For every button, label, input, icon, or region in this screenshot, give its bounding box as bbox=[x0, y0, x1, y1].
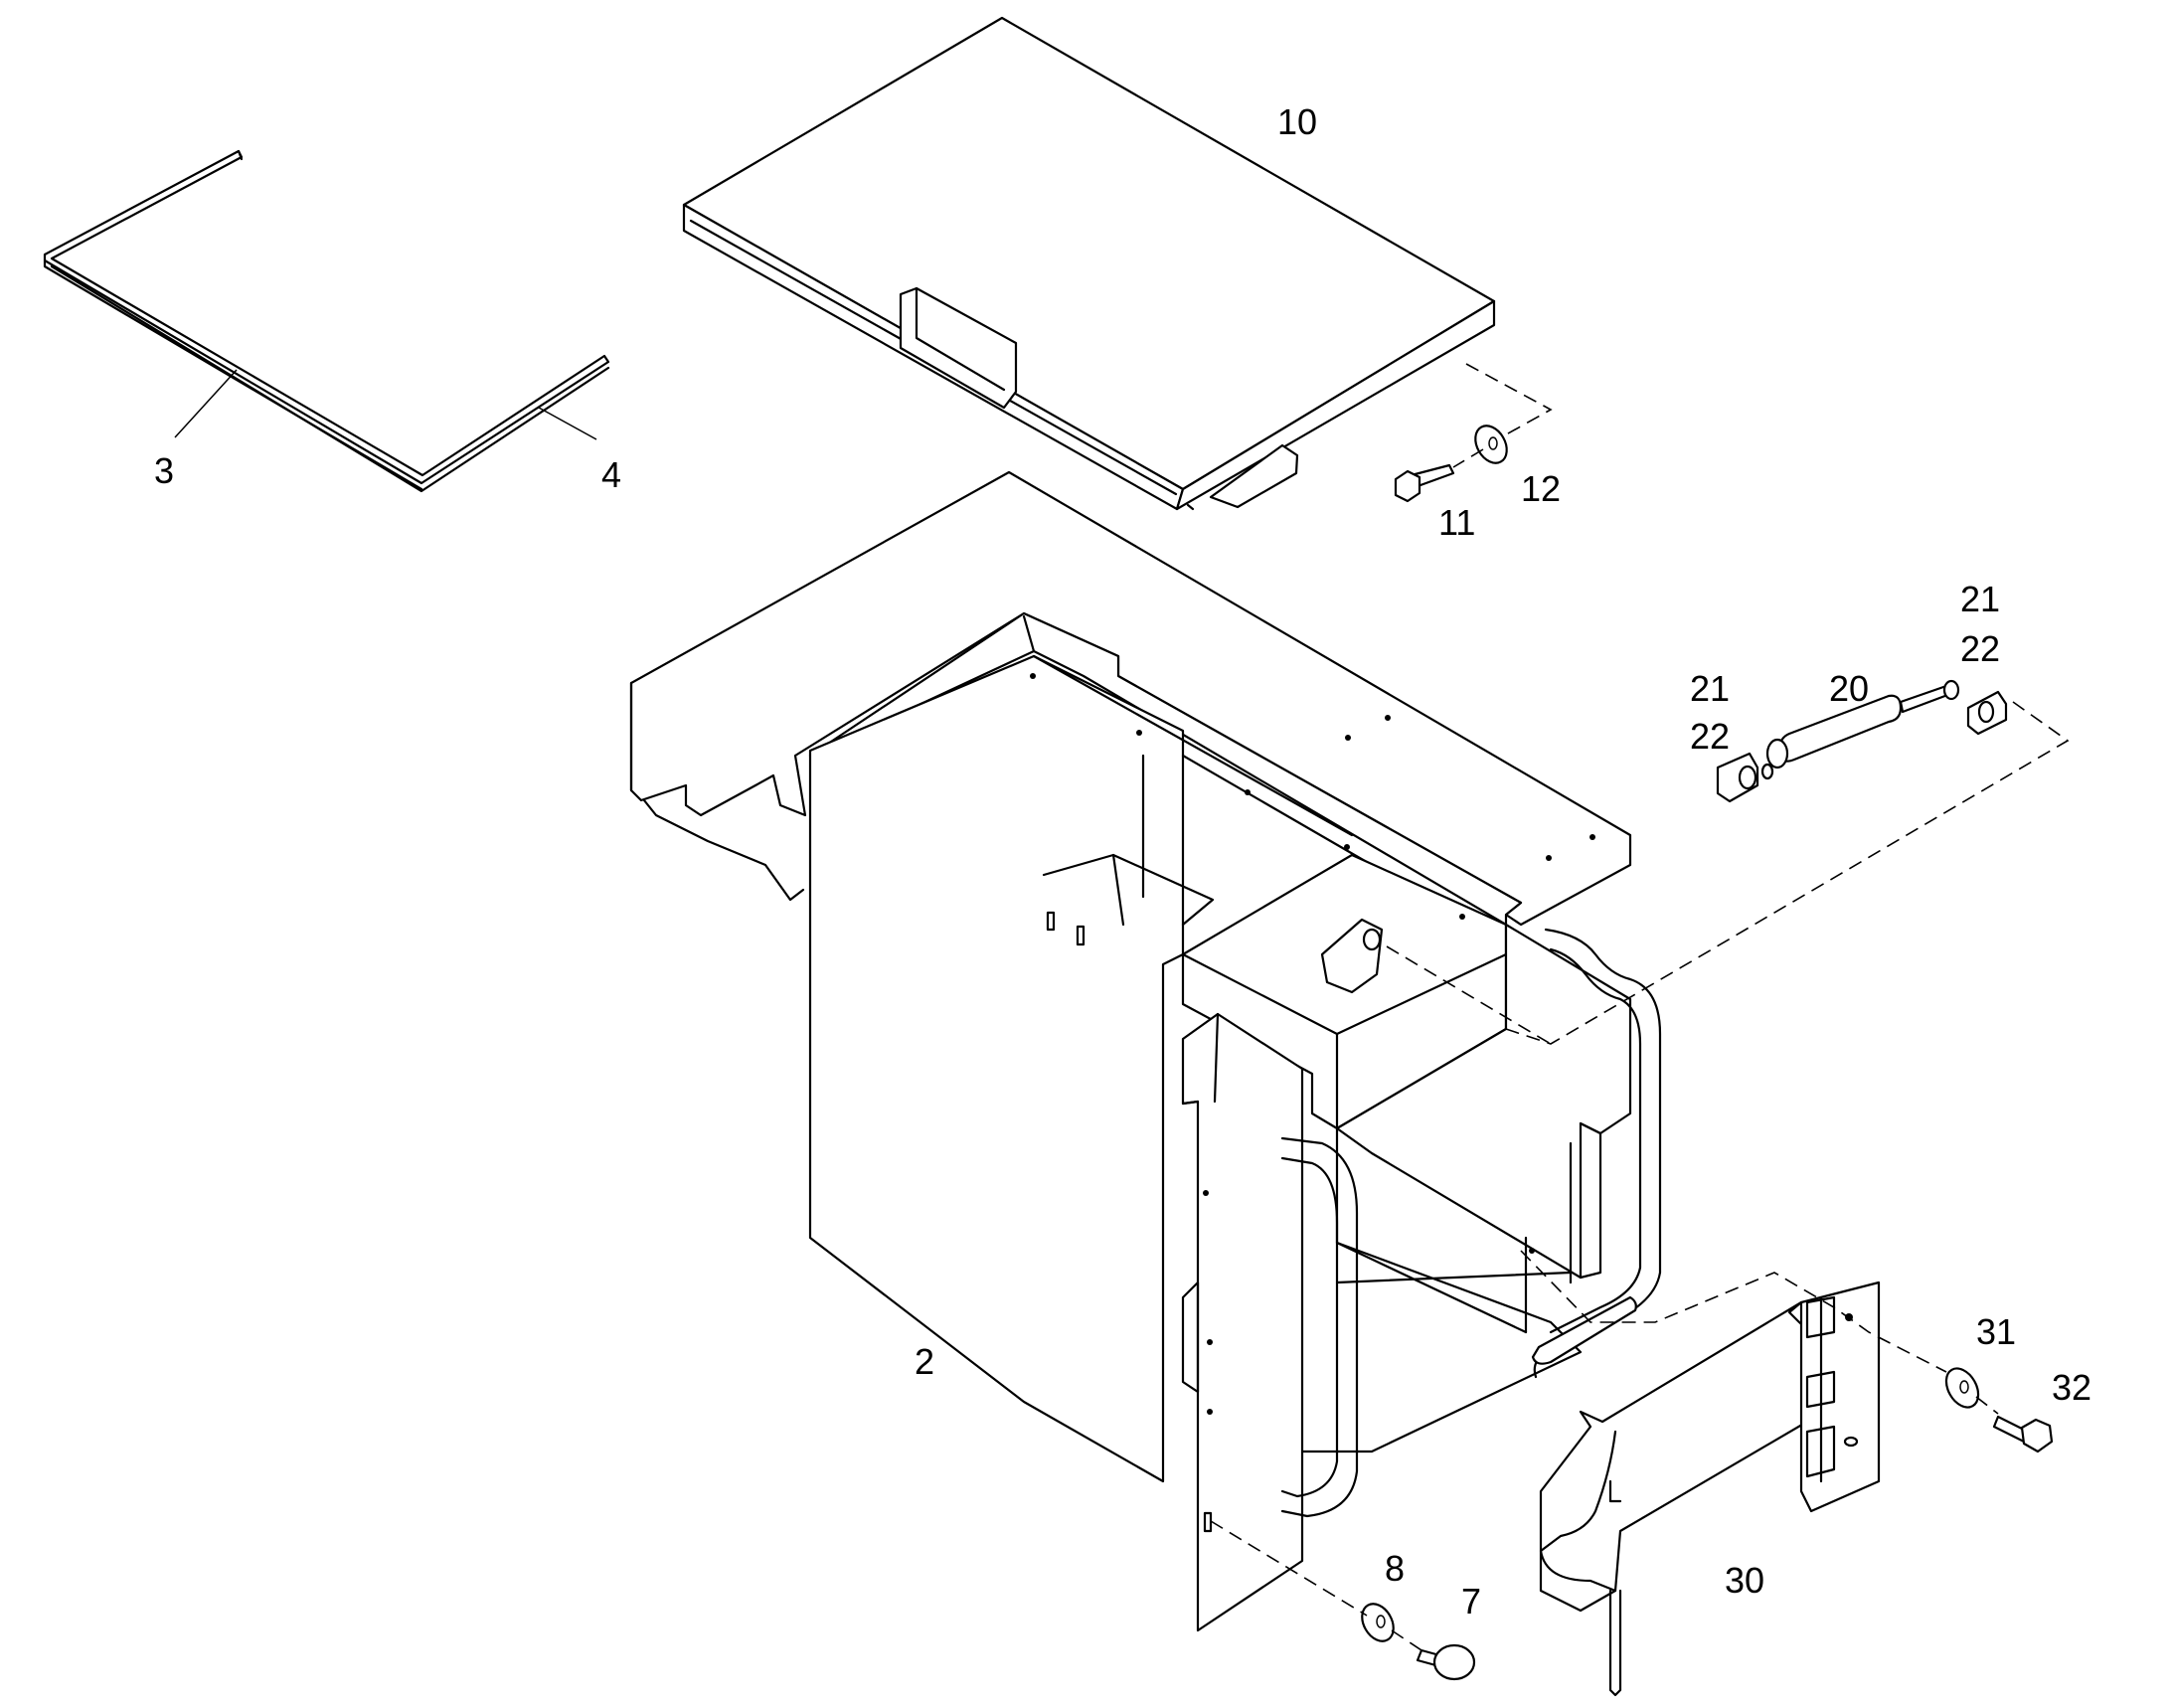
bolt-32 bbox=[1992, 1415, 2054, 1453]
fitting-left bbox=[1716, 752, 1774, 803]
door-leader bbox=[1520, 1250, 1947, 1373]
leader-3 bbox=[174, 369, 238, 438]
washer-8 bbox=[1361, 1603, 1395, 1642]
bolt-11 bbox=[1394, 463, 1455, 503]
callout-22-right: 22 bbox=[1960, 628, 2000, 669]
callout-21-right: 21 bbox=[1960, 579, 2000, 619]
knob-leader bbox=[1210, 1520, 1422, 1651]
gas-spring-20 bbox=[1765, 679, 1960, 769]
hinged-door bbox=[1539, 1281, 1881, 1697]
lid-fastener-leader bbox=[1452, 363, 1553, 468]
gas-spring-leader bbox=[1386, 701, 2070, 1045]
callout-32: 32 bbox=[2052, 1367, 2091, 1408]
callout-30: 30 bbox=[1725, 1560, 1764, 1601]
washer-12 bbox=[1474, 425, 1508, 464]
fitting-right bbox=[1966, 690, 2008, 736]
callout-3: 3 bbox=[154, 450, 174, 491]
seal-strip bbox=[43, 149, 610, 493]
lid bbox=[682, 16, 1496, 511]
callout-4: 4 bbox=[601, 454, 621, 495]
washer-31-leader bbox=[1975, 1396, 1999, 1415]
callout-11: 11 bbox=[1438, 502, 1475, 543]
callout-21-left: 21 bbox=[1690, 668, 1730, 709]
washer-31 bbox=[1944, 1367, 1980, 1409]
callout-10: 10 bbox=[1277, 101, 1317, 142]
callout-2: 2 bbox=[915, 1341, 934, 1382]
callout-31: 31 bbox=[1976, 1311, 2016, 1352]
callout-8: 8 bbox=[1385, 1548, 1405, 1589]
callout-labels: 10 3 4 11 12 21 22 21 22 20 2 8 7 31 32 … bbox=[154, 101, 2091, 1622]
callout-20: 20 bbox=[1829, 668, 1869, 709]
leader-4 bbox=[538, 407, 597, 440]
callout-7: 7 bbox=[1461, 1581, 1481, 1622]
box-body bbox=[629, 470, 1632, 1632]
door-pin bbox=[1531, 1295, 1637, 1365]
callout-22-left: 22 bbox=[1690, 716, 1730, 757]
front-handle bbox=[1280, 1136, 1359, 1518]
knob-7 bbox=[1416, 1643, 1476, 1681]
callout-12: 12 bbox=[1521, 468, 1561, 509]
